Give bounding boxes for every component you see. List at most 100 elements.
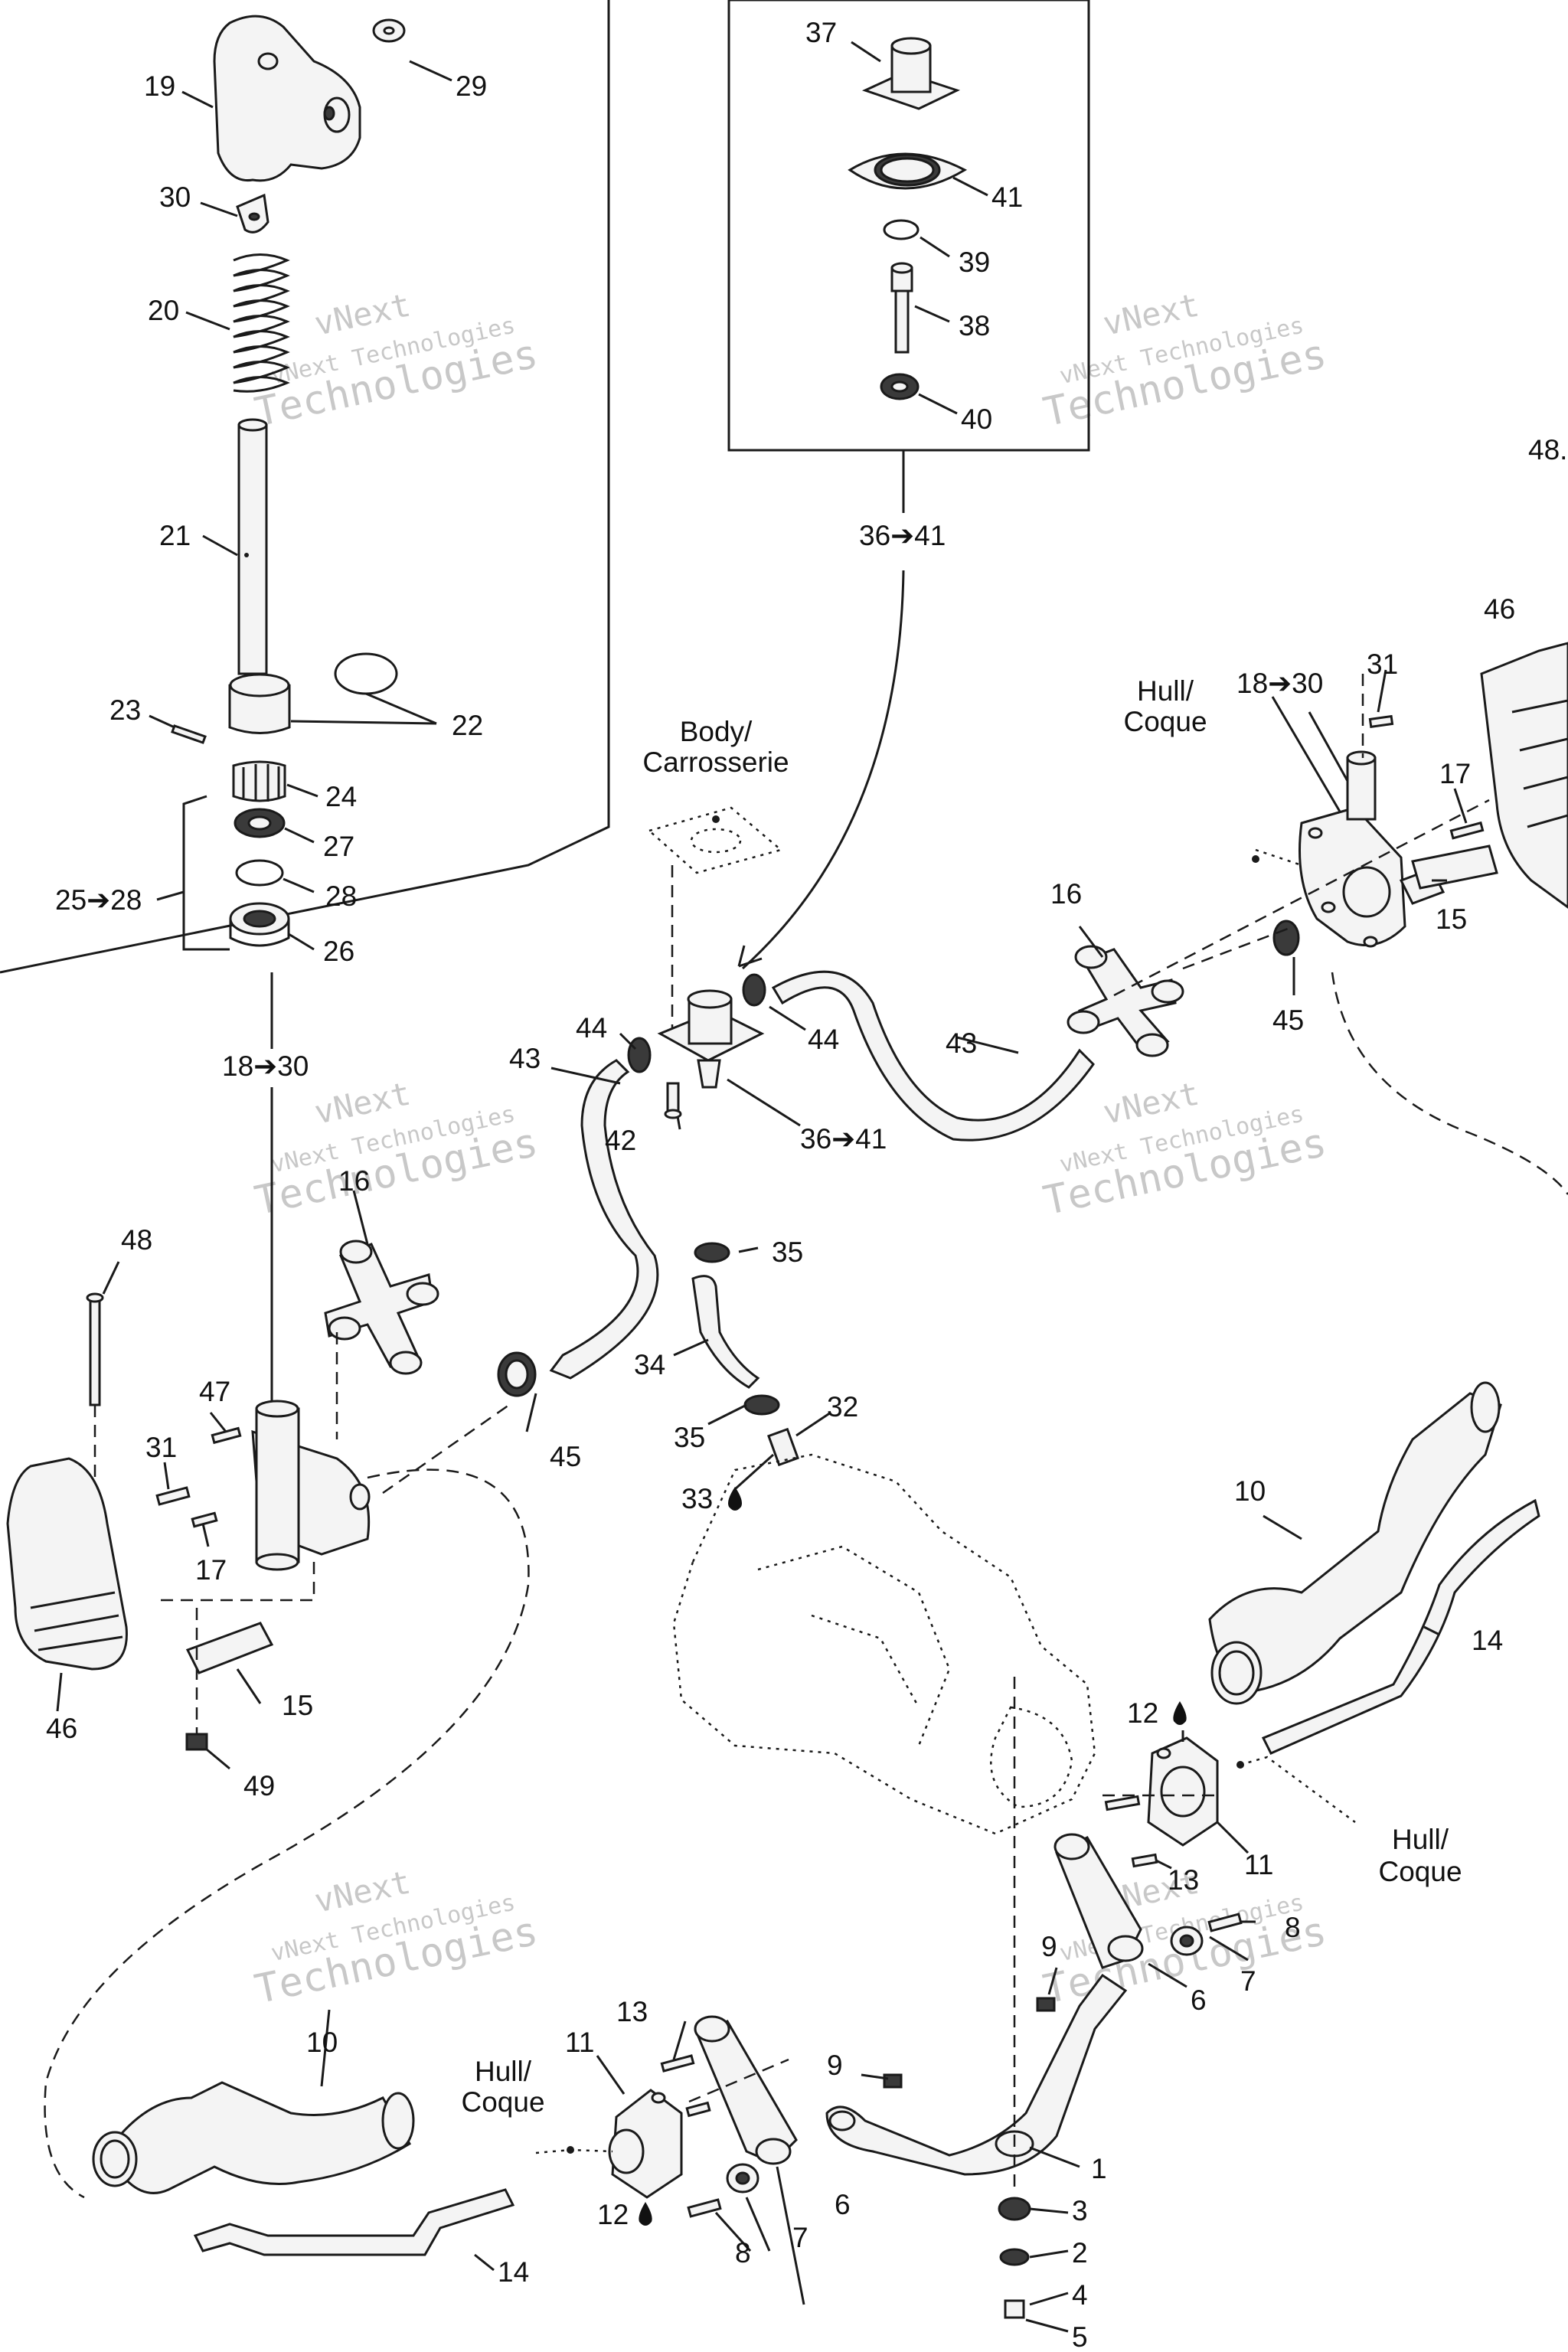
- leader-38: [914, 305, 950, 323]
- bolt-8-left: [687, 2198, 722, 2218]
- hull-link-top: [1255, 848, 1302, 867]
- label-30: 30: [159, 181, 191, 213]
- clamp-35-bottom: [743, 1394, 780, 1416]
- label-7-right: 7: [1240, 1965, 1256, 1997]
- nut-40: [880, 373, 920, 400]
- spline-15-left: [185, 1622, 274, 1674]
- label-36-41-top: 36➔41: [859, 520, 946, 551]
- label-20: 20: [148, 295, 179, 326]
- label-27: 27: [323, 831, 354, 862]
- label-28: 28: [325, 880, 357, 912]
- screw-17-right: [1449, 821, 1485, 840]
- hull-link-left: [535, 2148, 613, 2154]
- left-lower-axis: [688, 2058, 789, 2103]
- label-14-left: 14: [498, 2256, 529, 2288]
- label-45-left: 45: [550, 1441, 581, 1472]
- leader-39: [920, 236, 950, 258]
- screw-42: [664, 1082, 682, 1119]
- leader-27: [284, 827, 315, 844]
- label-15-right: 15: [1436, 903, 1467, 935]
- label-34: 34: [634, 1349, 665, 1380]
- leader-19: [181, 90, 214, 109]
- label-21: 21: [159, 520, 191, 551]
- leader-26: [288, 933, 315, 951]
- hull-outline-left: [44, 1468, 530, 2199]
- lever-16-right: [1067, 945, 1184, 1057]
- ring-22: [334, 652, 398, 695]
- clamp-45-right: [1272, 920, 1300, 956]
- label-6-right: 6: [1191, 1984, 1207, 2016]
- label-12-right: 12: [1127, 1697, 1158, 1729]
- label-29: 29: [456, 70, 487, 102]
- hull-link-right: [1240, 1756, 1356, 1824]
- label-11-left: 11: [565, 2027, 594, 2058]
- arrowhead-36-41: [737, 945, 763, 968]
- label-44-right: 44: [808, 1024, 839, 1055]
- label-39: 39: [959, 247, 990, 278]
- clamp-44-right: [742, 973, 766, 1007]
- label-25-28: 25➔28: [55, 884, 142, 916]
- label-23: 23: [109, 694, 141, 726]
- nut-49: [185, 1733, 208, 1751]
- label-47: 47: [199, 1376, 230, 1407]
- label-12-left: 12: [597, 2199, 629, 2230]
- svg-text:vNext: vNext: [1099, 286, 1202, 343]
- label-4: 4: [1072, 2279, 1088, 2311]
- cover-46-left: [6, 1457, 128, 1671]
- label-17-left: 17: [195, 1554, 227, 1586]
- leader-30: [200, 201, 238, 217]
- label-9-left: 9: [827, 2050, 843, 2081]
- connector-18-30-right: [1308, 711, 1349, 782]
- label-17-right: 17: [1439, 758, 1471, 789]
- screw-12-right: [1104, 1795, 1141, 1811]
- label-31-left: 31: [145, 1432, 177, 1463]
- hose-10-left: [92, 2081, 415, 2194]
- label-22: 22: [452, 710, 483, 741]
- pin-23: [171, 724, 207, 744]
- callout-hull-right-line1: Hull/: [1392, 1824, 1449, 1855]
- oil-drop-33: [728, 1487, 742, 1511]
- leader-22b: [290, 720, 437, 725]
- shift-housing-19: [213, 15, 361, 182]
- label-43-right: 43: [946, 1027, 977, 1059]
- washer-7-right: [1170, 1926, 1204, 1956]
- flange-11-left: [608, 2089, 683, 2199]
- ring-28: [235, 859, 284, 887]
- body-hole: [690, 828, 742, 854]
- label-48-top: 48.: [1528, 434, 1567, 466]
- callout-hull-left-line2: Coque: [461, 2086, 544, 2118]
- leader-29: [409, 60, 452, 82]
- hose-43-right: [771, 970, 1095, 1142]
- clamp-44-left: [627, 1037, 652, 1073]
- label-19: 19: [144, 70, 175, 102]
- fitting-32: [767, 1427, 799, 1467]
- hull-dot-top: [1252, 855, 1259, 863]
- hull-dot-right: [1236, 1761, 1244, 1769]
- flange-11-right: [1147, 1736, 1219, 1847]
- screw-17-left: [191, 1511, 218, 1528]
- valve-37: [861, 37, 961, 110]
- left-axis-upper: [382, 1403, 510, 1494]
- label-26: 26: [323, 936, 354, 967]
- washer-2: [999, 2248, 1030, 2266]
- label-35-top: 35: [772, 1236, 803, 1268]
- gear-24: [232, 760, 286, 802]
- label-14-right: 14: [1472, 1625, 1503, 1656]
- tube-14-left: [193, 2188, 515, 2256]
- callout-body-line2: Carrosserie: [642, 746, 789, 778]
- valve-assembly-center: [657, 989, 765, 1089]
- label-13-right: 13: [1168, 1864, 1199, 1896]
- leader-22a: [365, 692, 437, 725]
- cover-46-right: [1480, 642, 1568, 909]
- label-8-right: 8: [1285, 1912, 1301, 1943]
- callout-hull-right-line2: Coque: [1378, 1856, 1462, 1887]
- oring-39: [883, 219, 920, 240]
- label-32: 32: [827, 1391, 858, 1423]
- label-37: 37: [805, 17, 837, 48]
- ring-27: [234, 808, 286, 838]
- label-5: 5: [1072, 2321, 1088, 2352]
- leader-20: [185, 311, 230, 331]
- label-7-left: 7: [792, 2222, 808, 2253]
- pump-housing: [672, 1453, 1096, 1835]
- label-24: 24: [325, 781, 357, 812]
